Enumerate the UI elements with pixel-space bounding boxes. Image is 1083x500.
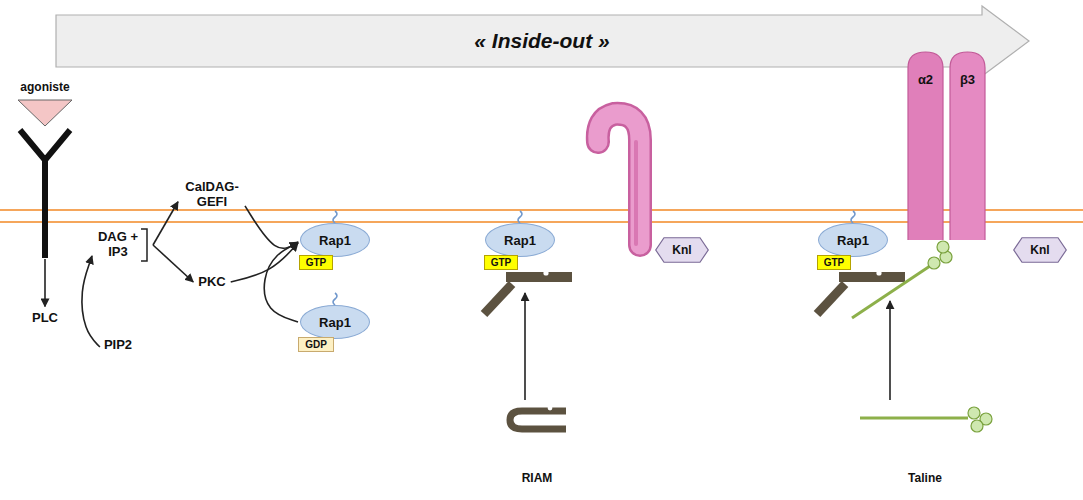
integrin-dimer-outline — [898, 48, 998, 240]
reaction-arrow — [245, 206, 298, 248]
node-text: PIP2 — [104, 338, 132, 353]
subunit-label: α2 — [908, 72, 943, 87]
messenger-label: DAG + IP3 — [95, 228, 141, 262]
protein-label: Taline — [908, 471, 942, 485]
reaction-arrow — [153, 245, 193, 282]
node-text: Rap1 — [319, 233, 351, 248]
node-text: PLC — [32, 311, 58, 326]
protein-label: RIAM — [522, 471, 553, 485]
node-text: GTP — [306, 257, 327, 268]
integrin-dimer: α2 β3 — [898, 48, 998, 240]
subunit-label: β3 — [950, 72, 985, 87]
node-text: DAG + IP3 — [97, 230, 139, 260]
node-text: Knl — [1030, 243, 1049, 257]
nucleotide-tag: GDP — [298, 337, 334, 352]
lipid-anchor — [333, 211, 855, 305]
gef-label: CalDAG-GEFI — [181, 178, 243, 212]
gtpase-ellipse: Rap1GTP — [300, 223, 370, 257]
agonist-receptor-outline — [10, 80, 80, 258]
node-text: Rap1 — [319, 315, 351, 330]
node-text: CalDAG-GEFI — [183, 180, 241, 210]
bracket — [141, 229, 147, 261]
node-text: « Inside-out » — [474, 29, 609, 53]
gtpase-ellipse: Rap1GDP — [300, 305, 370, 339]
talin-icon — [860, 407, 992, 432]
nucleotide-tag: GTP — [484, 255, 519, 270]
gtpase-ellipse: Rap1GTP — [818, 223, 888, 257]
node-text: Rap1 — [504, 233, 536, 248]
reaction-arrow — [264, 243, 298, 322]
reaction-arrow — [44, 259, 46, 307]
kinase-label: PKC — [196, 273, 227, 292]
riam-icon — [510, 406, 566, 429]
node-text: agoniste — [10, 80, 80, 94]
node-text: Knl — [672, 243, 691, 257]
substrate-label: PIP2 — [102, 336, 134, 355]
enzyme-label: PLC — [30, 309, 60, 328]
bent-integrin — [598, 114, 640, 245]
node-text: GDP — [305, 339, 327, 350]
direction-arrow: « Inside-out » — [55, 5, 1030, 77]
gtpase-ellipse: Rap1GTP — [485, 223, 555, 257]
nucleotide-tag: GTP — [299, 255, 334, 270]
riam-bound — [484, 270, 572, 314]
reaction-arrow — [231, 243, 298, 282]
node-text: GTP — [824, 257, 845, 268]
reaction-arrow — [153, 202, 178, 245]
kindlin-hexagon: Knl — [655, 237, 709, 263]
reaction-arrow — [82, 256, 100, 347]
node-text: GTP — [491, 257, 512, 268]
recruit-arrow — [525, 293, 890, 400]
node-text: Rap1 — [837, 233, 869, 248]
node-text: PKC — [198, 275, 225, 290]
kindlin-hexagon: Knl — [1013, 237, 1067, 263]
nucleotide-tag: GTP — [817, 255, 852, 270]
agonist-receptor: agoniste — [10, 80, 80, 258]
